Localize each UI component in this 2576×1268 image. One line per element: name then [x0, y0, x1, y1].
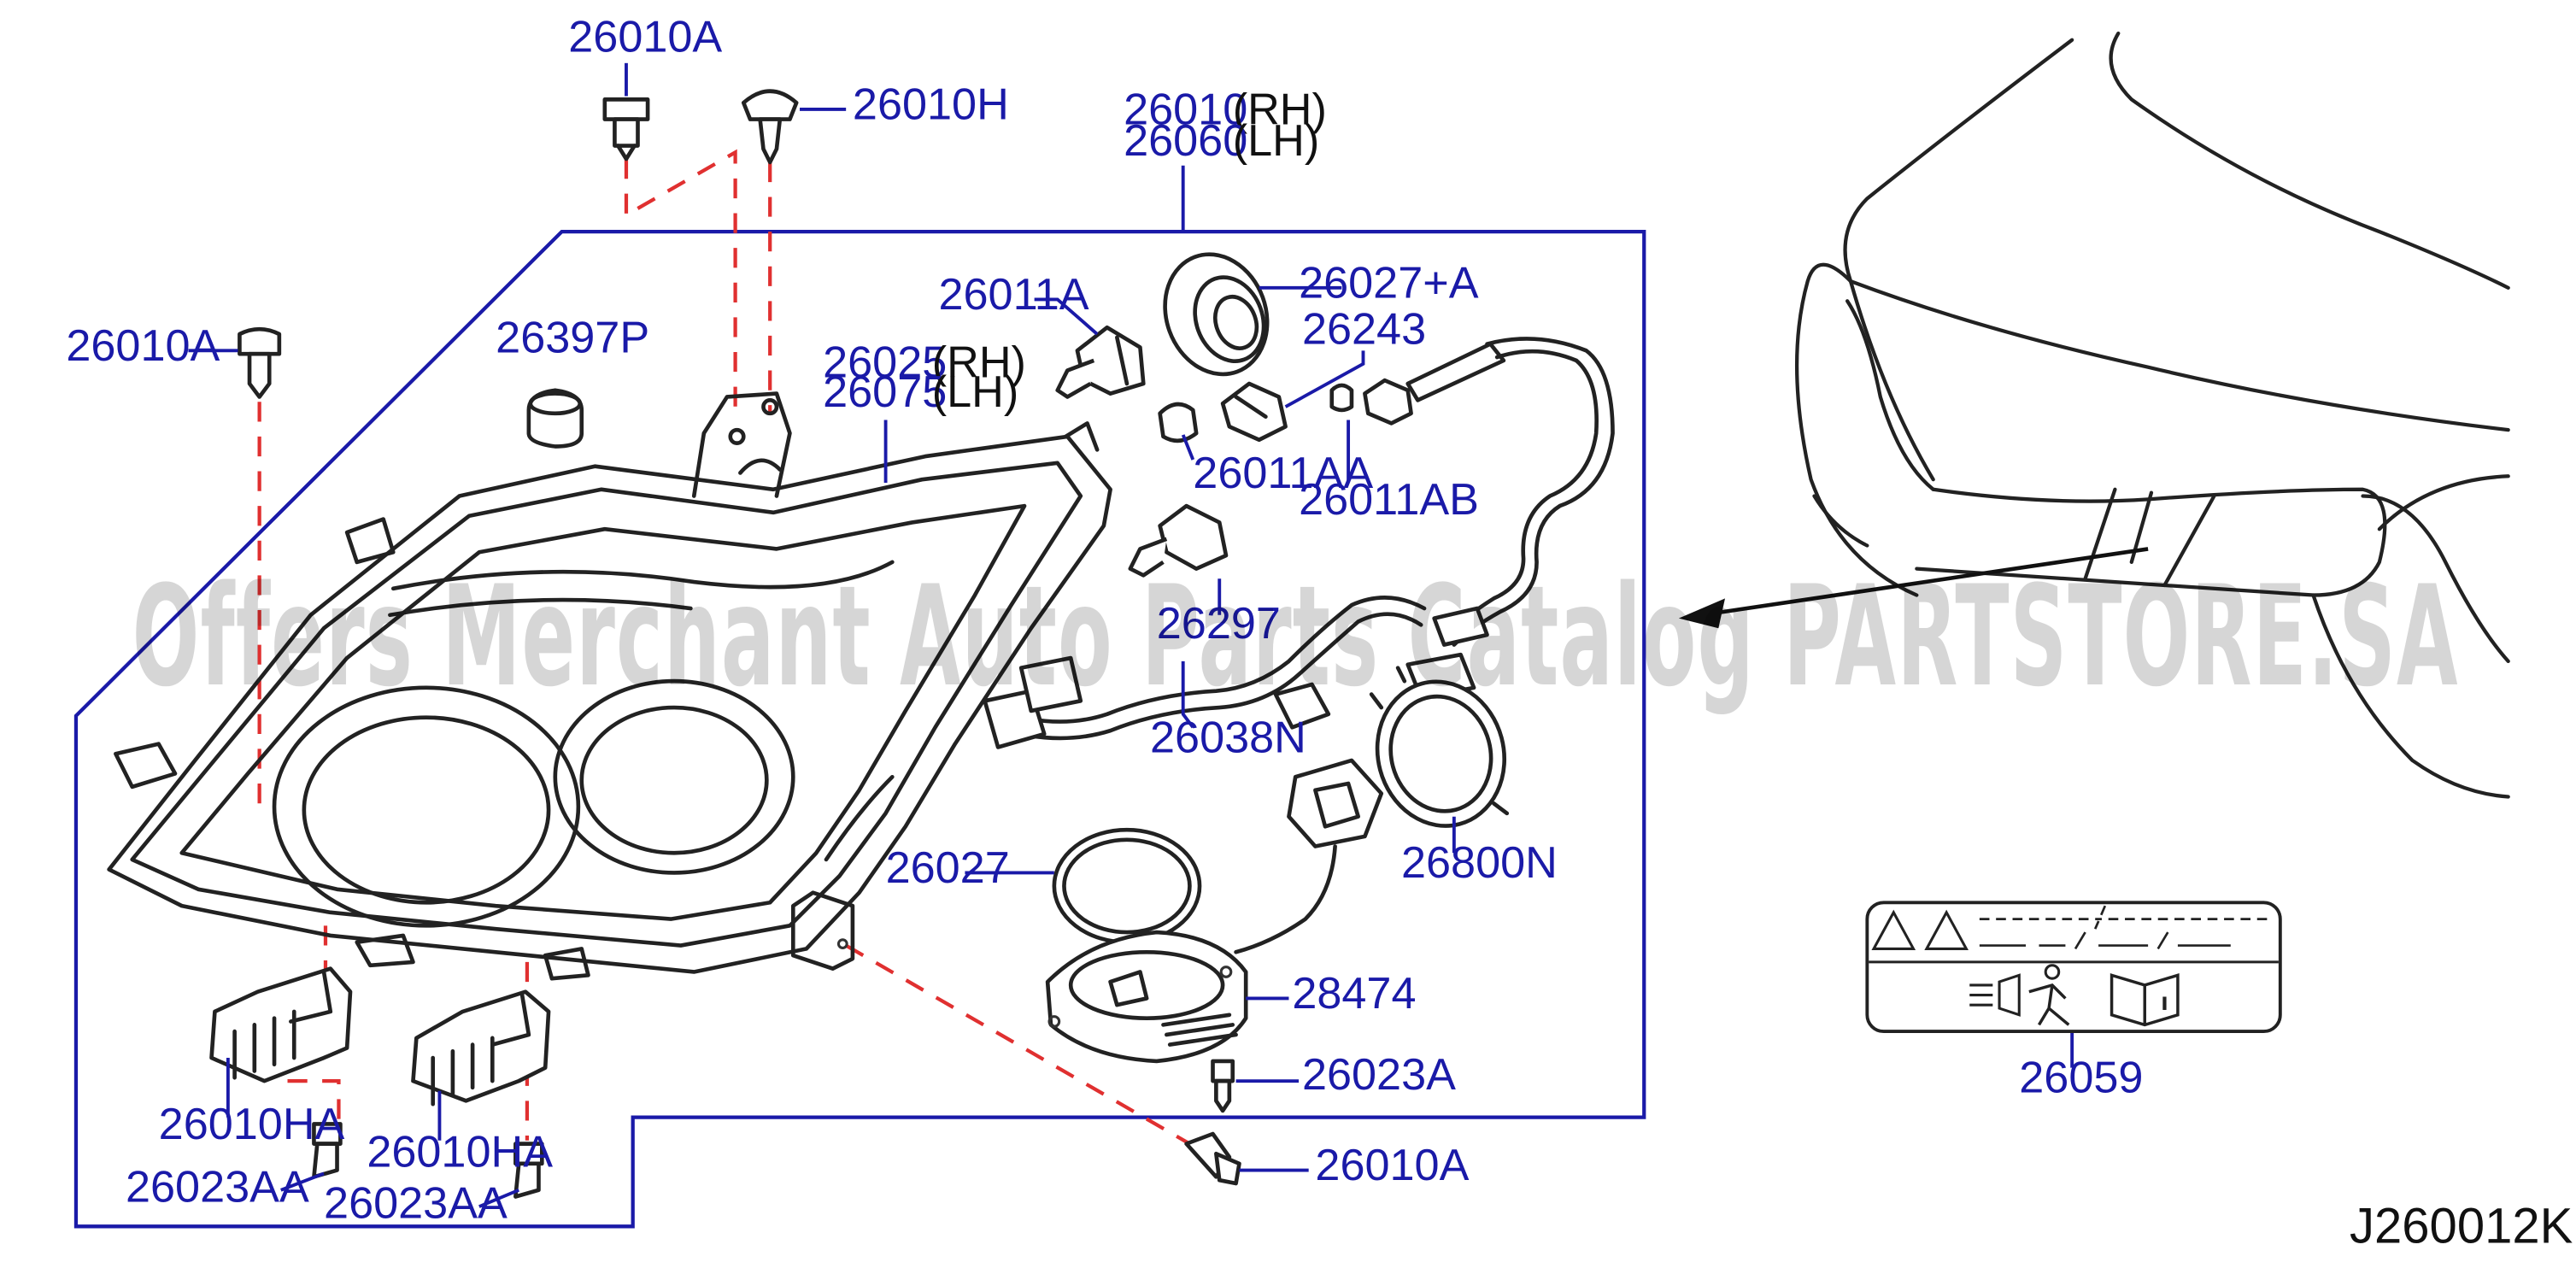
- label-26010: 26010: [1124, 85, 1247, 134]
- label-26075-lh: (LH): [932, 367, 1019, 417]
- cap-26800N: [1369, 666, 1510, 828]
- bulb-cover-26027A: [1163, 252, 1270, 377]
- headlight-beam-icon: [1969, 973, 2021, 1017]
- screw-26010A-left: [238, 326, 282, 399]
- label-26025: 26025: [823, 338, 947, 387]
- watermark-text: Offers Merchant Auto Parts Catalog PARTS…: [132, 556, 2459, 718]
- label-26011AB: 26011AB: [1299, 475, 1479, 525]
- warning-triangle-icon: [1871, 909, 1916, 950]
- caution-label-26059: [1865, 901, 2282, 1034]
- cap-26397P: [526, 388, 584, 449]
- ballast-28474: [1045, 758, 1384, 1064]
- label-26800N: 26800N: [1401, 838, 1558, 888]
- vehicle-outline: [1795, 31, 2510, 799]
- label-26010H: 26010H: [853, 80, 1009, 130]
- screw-26010A-bottom: [1184, 1131, 1241, 1186]
- screw-26023AA-left: [312, 1122, 343, 1179]
- label-26038N: 26038N: [1150, 713, 1306, 762]
- adjuster-brackets-26010HA: [209, 966, 551, 1107]
- diagram-code: J260012K: [2350, 1199, 2573, 1254]
- label-26025-rh: (RH): [932, 338, 1026, 387]
- socket-26011AB: [1329, 342, 1506, 426]
- label-26027A: 26027+A: [1299, 258, 1479, 308]
- label-26010HA-left: 26010HA: [159, 1100, 345, 1149]
- label-26010A-top: 26010A: [568, 12, 722, 62]
- person-icon: [2028, 964, 2070, 1026]
- label-26023A: 26023A: [1302, 1050, 1456, 1100]
- label-26027: 26027: [886, 843, 1010, 893]
- label-26059: 26059: [2019, 1054, 2143, 1103]
- label-26010-rh: (RH): [1233, 85, 1327, 134]
- assembly-frame: [73, 229, 1646, 1229]
- label-26023AA-left: 26023AA: [126, 1162, 309, 1212]
- screw-26023AA-right: [513, 1142, 544, 1199]
- headlamp-housing: [107, 391, 1112, 981]
- screw-26023A: [1211, 1059, 1235, 1113]
- label-26297: 26297: [1157, 599, 1281, 649]
- label-26243: 26243: [1302, 305, 1426, 355]
- bulb-26297: [1128, 503, 1229, 578]
- bulb-26011AA: [1158, 381, 1288, 443]
- bulb-socket-26011A: [1055, 325, 1146, 399]
- harness-26038N: [983, 337, 1615, 749]
- location-arrow-line: [1701, 547, 2149, 618]
- label-26023AA-right: 26023AA: [324, 1179, 508, 1229]
- label-26011A: 26011A: [938, 270, 1088, 320]
- screw-26010A-top: [602, 97, 650, 161]
- clip-26010H: [741, 89, 799, 165]
- leader-lines: [188, 62, 2074, 1208]
- label-26011AA: 26011AA: [1193, 449, 1373, 498]
- label-26397P: 26397P: [496, 313, 649, 362]
- label-26010A-bottom: 26010A: [1315, 1141, 1469, 1190]
- label-26010A-left: 26010A: [66, 321, 220, 371]
- label-26060-lh: (LH): [1233, 116, 1320, 166]
- manual-book-icon: [2110, 973, 2180, 1027]
- location-arrow-head: [1678, 598, 1726, 629]
- warning-triangle-icon: [1924, 909, 1969, 950]
- label-26060: 26060: [1124, 116, 1247, 166]
- label-26010HA-right: 26010HA: [367, 1128, 553, 1177]
- label-28474: 28474: [1292, 969, 1416, 1019]
- seal-ring-26027: [1052, 827, 1202, 944]
- label-26075: 26075: [823, 367, 947, 417]
- part-labels: 26010A 26010H 26010 (RH) 26060 (LH) 2601…: [66, 12, 2143, 1228]
